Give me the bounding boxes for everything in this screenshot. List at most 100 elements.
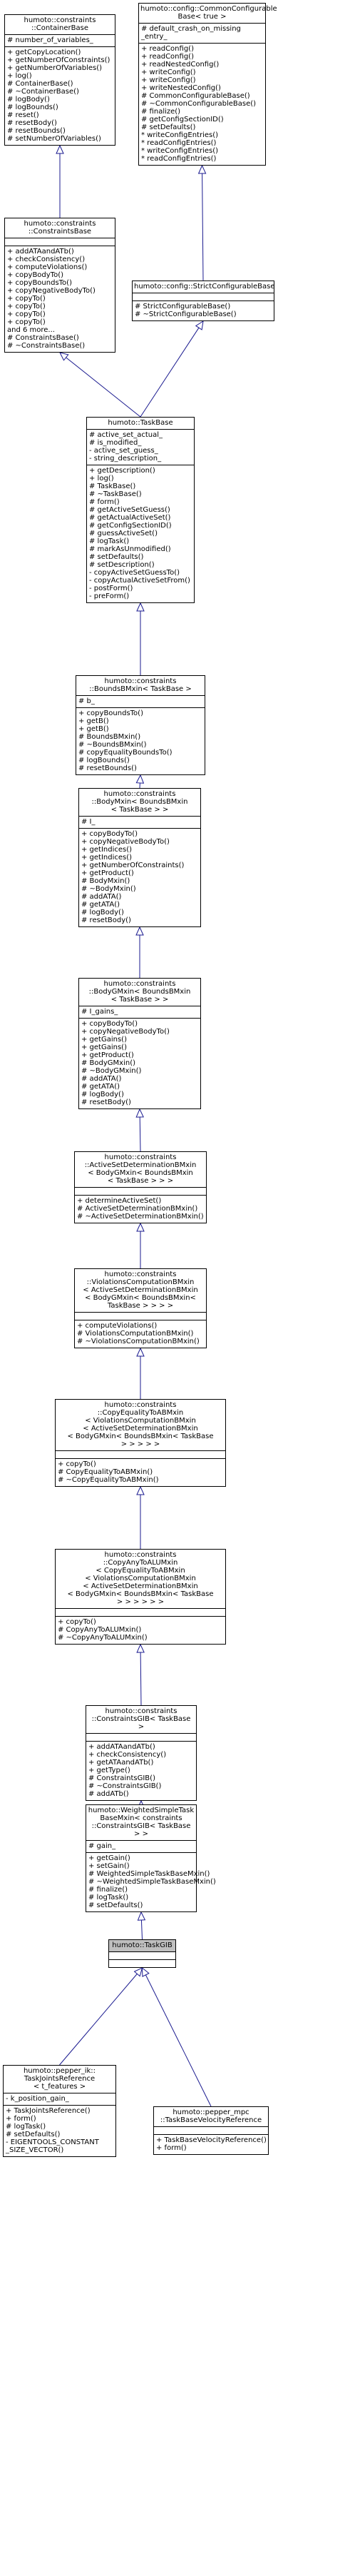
class-attribute: - string_description_	[89, 455, 162, 463]
class-method: # logTask()	[89, 537, 130, 545]
class-method: # StrictConfigurableBase()	[135, 303, 231, 310]
class-method: # ContainerBase()	[7, 80, 73, 88]
inheritance-arrowhead	[136, 1347, 145, 1357]
inheritance-line	[145, 1974, 212, 2107]
class-method: # markAsUnmodified()	[89, 545, 171, 553]
class-method: + getDescription()	[89, 467, 155, 475]
attributes-section: # active_set_actual_# is_modified_- acti…	[87, 429, 194, 465]
class-method: # BoundsBMxin()	[78, 733, 141, 741]
class-method: # setDefaults()	[88, 1901, 143, 1909]
inheritance-arrowhead	[136, 1643, 145, 1653]
class-box-bodymxin[interactable]: humoto::constraints ::BodyMxin< BoundsBM…	[78, 788, 201, 927]
class-method: # resetBody()	[81, 916, 131, 924]
class-box-containerbase[interactable]: humoto::constraints ::ContainerBase# num…	[4, 14, 115, 146]
class-method: # resetBody()	[81, 1098, 131, 1106]
class-method: + writeConfig()	[141, 69, 196, 76]
class-method: # addATA()	[81, 893, 122, 901]
class-title: humoto::constraints ::ContainerBase	[24, 16, 96, 32]
class-method: + checkConsistency()	[7, 256, 86, 263]
class-method: # ~BodyMxin()	[81, 885, 136, 893]
class-method: + form()	[156, 2144, 187, 2152]
class-box-taskjointsreference[interactable]: humoto::pepper_ik:: TaskJointsReference …	[3, 2065, 116, 2157]
class-title: humoto::constraints ::ConstraintsGIB< Ta…	[91, 1707, 191, 1731]
methods-section: + getDescription()+ log()# TaskBase()# ~…	[87, 465, 194, 602]
class-method: # setNumberOfVariables()	[7, 135, 101, 143]
class-box-taskgib[interactable]: humoto::TaskGIB	[108, 1939, 176, 1968]
class-method: + copyBodyTo()	[81, 830, 138, 838]
methods-section: + computeViolations()# ViolationsComputa…	[75, 1320, 206, 1348]
attributes-section: # I_gains_	[79, 1006, 200, 1018]
class-box-copyanytoalu[interactable]: humoto::constraints ::CopyAnyToALUMxin <…	[55, 1549, 226, 1645]
class-method: # ~ViolationsComputationBMxin()	[77, 1338, 200, 1345]
class-method: # ActiveSetDeterminationBMxin()	[77, 1205, 198, 1213]
attributes-section	[154, 2126, 268, 2134]
methods-section: + copyTo()# CopyEqualityToABMxin()# ~Cop…	[56, 1458, 225, 1486]
class-method: + copyTo()	[7, 295, 46, 303]
class-method: * readConfigEntries()	[141, 155, 217, 163]
methods-section: + addATAandATb()+ checkConsistency()+ ge…	[86, 1741, 196, 1800]
class-box-constraintsbase[interactable]: humoto::constraints ::ConstraintsBase+ a…	[4, 218, 115, 353]
class-box-strictconfigurablebase[interactable]: humoto::config::StrictConfigurableBase# …	[132, 281, 275, 321]
class-method: # WeightedSimpleTaskBaseMxin()	[88, 1870, 210, 1878]
methods-section	[109, 1959, 175, 1967]
class-box-taskbase[interactable]: humoto::TaskBase# active_set_actual_# is…	[86, 417, 195, 603]
class-method: # guessActiveSet()	[89, 530, 158, 537]
class-method: # ViolationsComputationBMxin()	[77, 1330, 194, 1338]
attributes-section	[75, 1312, 206, 1320]
inheritance-arrowhead	[133, 1967, 143, 1977]
class-method: # logTask()	[88, 1894, 129, 1901]
class-method: # copyEqualityBoundsTo()	[78, 749, 173, 757]
class-method: # logBody()	[7, 96, 50, 103]
methods-section: + getGain()+ setGain()# WeightedSimpleTa…	[86, 1852, 216, 1911]
class-method: + setGain()	[88, 1862, 130, 1870]
inheritance-arrowhead	[141, 1966, 150, 1977]
class-method: # logBody()	[81, 909, 124, 916]
inheritance-arrowhead	[136, 602, 145, 612]
class-method: # ~ContainerBase()	[7, 88, 79, 96]
class-box-constraintsgib[interactable]: humoto::constraints ::ConstraintsGIB< Ta…	[86, 1705, 197, 1801]
class-method: - copyActiveSetGuessTo()	[89, 569, 180, 577]
class-box-activesetdetermination[interactable]: humoto::constraints ::ActiveSetDetermina…	[74, 1151, 207, 1223]
class-box-violationscomputation[interactable]: humoto::constraints ::ViolationsComputat…	[74, 1268, 207, 1348]
class-box-commonconfigurablebase[interactable]: humoto::config::CommonConfigurable Base<…	[138, 3, 277, 166]
class-box-copyequalitytoab[interactable]: humoto::constraints ::CopyEqualityToABMx…	[55, 1399, 226, 1487]
class-method: # addATA()	[81, 1075, 122, 1083]
class-method: + copyBodyTo()	[81, 1020, 138, 1028]
attributes-section	[56, 1608, 225, 1616]
class-box-taskbasevelocityreference[interactable]: humoto::pepper_mpc ::TaskBaseVelocityRef…	[153, 2106, 269, 2155]
inheritance-line	[59, 1974, 138, 2066]
attributes-section: - k_position_gain_	[4, 2093, 115, 2105]
class-method: + addATAandATb()	[88, 1743, 155, 1751]
class-method: - preForm()	[89, 592, 130, 600]
attributes-section: # gain_	[86, 1840, 196, 1852]
class-method: # ~TaskBase()	[89, 490, 142, 498]
class-method: # logBounds()	[78, 757, 130, 764]
inheritance-arrowhead	[197, 164, 207, 174]
class-method: + copyBoundsTo()	[7, 279, 72, 287]
inheritance-arrowhead	[136, 1222, 145, 1232]
class-method: + getNumberOfVariables()	[7, 64, 103, 72]
class-method: # ~ConstraintsBase()	[7, 342, 86, 350]
class-box-bodygmxin[interactable]: humoto::constraints ::BodyGMxin< BoundsB…	[78, 978, 201, 1109]
class-method: # ~StrictConfigurableBase()	[135, 310, 237, 318]
class-method: + copyBodyTo()	[7, 271, 64, 279]
class-method: * readConfigEntries()	[141, 139, 217, 147]
class-method: # setDescription()	[89, 561, 155, 569]
class-method: # getATA()	[81, 1083, 120, 1091]
methods-section: + getCopyLocation()+ getNumberOfConstrai…	[5, 46, 115, 145]
class-method: + computeViolations()	[77, 1322, 158, 1330]
class-method: # getConfigSectionID()	[141, 116, 224, 123]
class-title: humoto::constraints ::CopyAnyToALUMxin <…	[67, 1551, 214, 1606]
class-method: + getProduct()	[81, 869, 134, 877]
class-method: - EIGENTOOLS_CONSTANT _SIZE_VECTOR()	[6, 2138, 99, 2154]
class-box-boundsbmxin[interactable]: humoto::constraints ::BoundsBMxin< TaskB…	[76, 675, 205, 775]
class-box-weightedsimpletask[interactable]: humoto::WeightedSimpleTask BaseMxin< con…	[86, 1804, 216, 1912]
class-method: + writeNestedConfig()	[141, 84, 221, 92]
class-method: + copyTo()	[7, 318, 46, 326]
class-method: # ConstraintsGIB()	[88, 1774, 155, 1782]
methods-section: + copyBodyTo()+ copyNegativeBodyTo()+ ge…	[79, 828, 200, 926]
methods-section: + copyBoundsTo()+ getB()+ getB()# Bounds…	[76, 707, 205, 774]
class-method: # ~WeightedSimpleTaskBaseMxin()	[88, 1878, 216, 1886]
class-attribute: - active_set_guess_	[89, 447, 158, 455]
